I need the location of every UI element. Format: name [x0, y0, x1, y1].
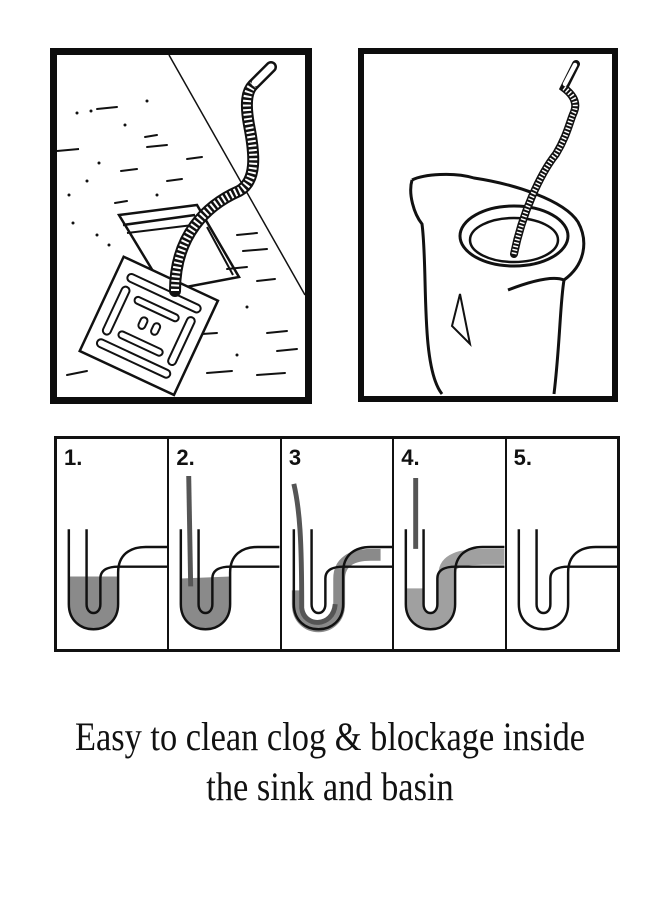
floor-drain-illustration: [50, 48, 312, 404]
clog-removal-steps: 1. 2. 3 4.: [54, 436, 620, 652]
step-1: 1.: [57, 439, 170, 649]
step-3: 3: [282, 439, 395, 649]
step-number: 3: [288, 445, 302, 470]
caption-line-1: Easy to clean clog & blockage inside: [74, 714, 586, 759]
toilet-illustration: [358, 48, 618, 402]
pipe-trap-clear-icon: [517, 529, 618, 631]
step-2: 2.: [169, 439, 282, 649]
pipe-trap-clog-loosened-icon: [404, 477, 505, 631]
pipe-trap-clogged-icon: [67, 529, 168, 631]
step-number: 1.: [64, 445, 83, 470]
step-number: 5.: [513, 445, 532, 470]
caption-line-2: the sink and basin: [206, 764, 454, 809]
pipe-trap-snake-inserted-icon: [180, 475, 280, 631]
toilet-drawing: [409, 60, 586, 395]
step-number: 4.: [401, 445, 420, 470]
step-4: 4.: [394, 439, 507, 649]
floor-drain-drawing: [57, 55, 305, 397]
product-caption: Easy to clean clog & blockage inside the…: [46, 712, 614, 812]
step-number: 2.: [176, 445, 195, 470]
step-5: 5.: [507, 439, 618, 649]
pipe-trap-snake-pushed-icon: [291, 483, 393, 633]
